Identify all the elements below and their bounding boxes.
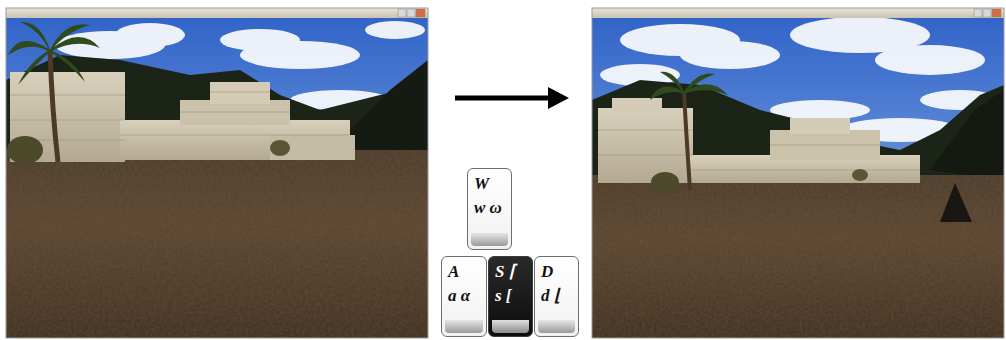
key-edge — [538, 320, 575, 333]
palm-tree-part-part — [8, 41, 50, 55]
window-frame — [6, 8, 428, 338]
key-lower-label: w ω — [474, 199, 502, 217]
screenshot-after-part-part — [598, 130, 693, 131]
key-edge — [445, 320, 483, 333]
palm-tree — [8, 22, 100, 162]
palm-tree-part — [650, 72, 728, 100]
screenshot-before-part-part — [115, 23, 185, 47]
palm-tree-part-part — [660, 72, 684, 94]
screenshot-after-part — [598, 130, 920, 170]
screenshot-before-part-part — [365, 21, 425, 39]
screenshot-before-part-part — [10, 120, 125, 121]
screenshot-before-part — [210, 82, 270, 104]
palm-tree-part — [50, 50, 58, 162]
screenshot-after-part-part — [770, 145, 880, 146]
screenshot-after-part — [930, 90, 1004, 180]
keyboard-key: S ⌈ s [ — [488, 256, 533, 337]
palm-tree-part — [684, 92, 690, 190]
palm-tree-part — [8, 22, 100, 85]
screenshot-after-part-part — [680, 41, 780, 69]
screenshot-after-part-part — [875, 45, 985, 75]
key-edge — [471, 233, 508, 246]
screenshot-before-part-part — [180, 112, 290, 113]
keyboard-key: Ww ω — [467, 168, 512, 250]
screenshot-before-part — [416, 9, 425, 17]
screenshot-after-part — [598, 108, 693, 183]
palm-tree — [650, 72, 728, 190]
screenshot-after-part — [770, 130, 880, 160]
screenshot-after-part — [592, 8, 1004, 18]
keyboard-key: Aa α — [441, 256, 487, 337]
key-upper-label: D — [541, 263, 553, 281]
screenshot-after-part — [983, 9, 991, 17]
key-upper-label: S ⌈ — [495, 263, 516, 281]
key-edge — [492, 320, 529, 333]
key-lower-label: a α — [448, 287, 470, 305]
cone-object — [940, 183, 972, 222]
screenshot-before-part — [6, 8, 428, 338]
screenshot-after-part — [992, 9, 1001, 17]
screenshot-after-part — [592, 8, 1004, 338]
screenshot-before-part — [10, 92, 350, 140]
screenshot-before-part — [7, 136, 43, 164]
screenshot-before — [6, 8, 428, 338]
screenshot-before-part-part — [220, 29, 300, 51]
screenshot-before-part — [6, 150, 428, 338]
screenshot-after — [592, 8, 1004, 338]
screenshot-after-part — [790, 118, 850, 134]
screenshot-before-part — [270, 135, 355, 160]
palm-tree-part-part — [50, 24, 90, 52]
screenshot-before-part — [398, 9, 406, 17]
palm-tree-part-part — [18, 50, 50, 85]
keyboard-key: Dd ⌊ — [534, 256, 579, 337]
screenshot-after-part — [592, 175, 1004, 338]
screenshot-before-part — [6, 8, 428, 18]
key-lower-label: s [ — [495, 287, 512, 305]
palm-tree-part-part — [50, 50, 85, 82]
screenshot-after-part — [974, 9, 982, 17]
key-upper-label: A — [448, 263, 459, 281]
key-upper-label: W — [474, 175, 489, 193]
screenshot-after-part — [651, 172, 679, 192]
transition-arrow-part — [455, 96, 550, 101]
screenshot-after-part — [852, 169, 868, 181]
palm-tree-part-part — [684, 73, 715, 94]
window-frame — [592, 8, 1004, 338]
screenshot-before-part — [407, 9, 415, 17]
screenshot-before-part-part — [210, 92, 270, 93]
palm-tree-part-part — [650, 87, 684, 100]
screenshot-after-part — [612, 98, 662, 112]
screenshot-before-part-part — [120, 135, 350, 136]
palm-tree-part-part — [20, 22, 50, 52]
transition-arrow — [455, 87, 569, 109]
screenshot-before-part — [270, 140, 290, 156]
screenshot-after-part-part — [690, 170, 920, 171]
transition-arrow-part — [548, 87, 569, 109]
screenshot-before-part — [6, 150, 428, 338]
screenshot-after-part — [592, 175, 1004, 338]
screenshot-after-part-part — [598, 155, 693, 156]
screenshot-before-part-part — [10, 95, 125, 96]
key-lower-label: d ⌊ — [541, 287, 561, 305]
